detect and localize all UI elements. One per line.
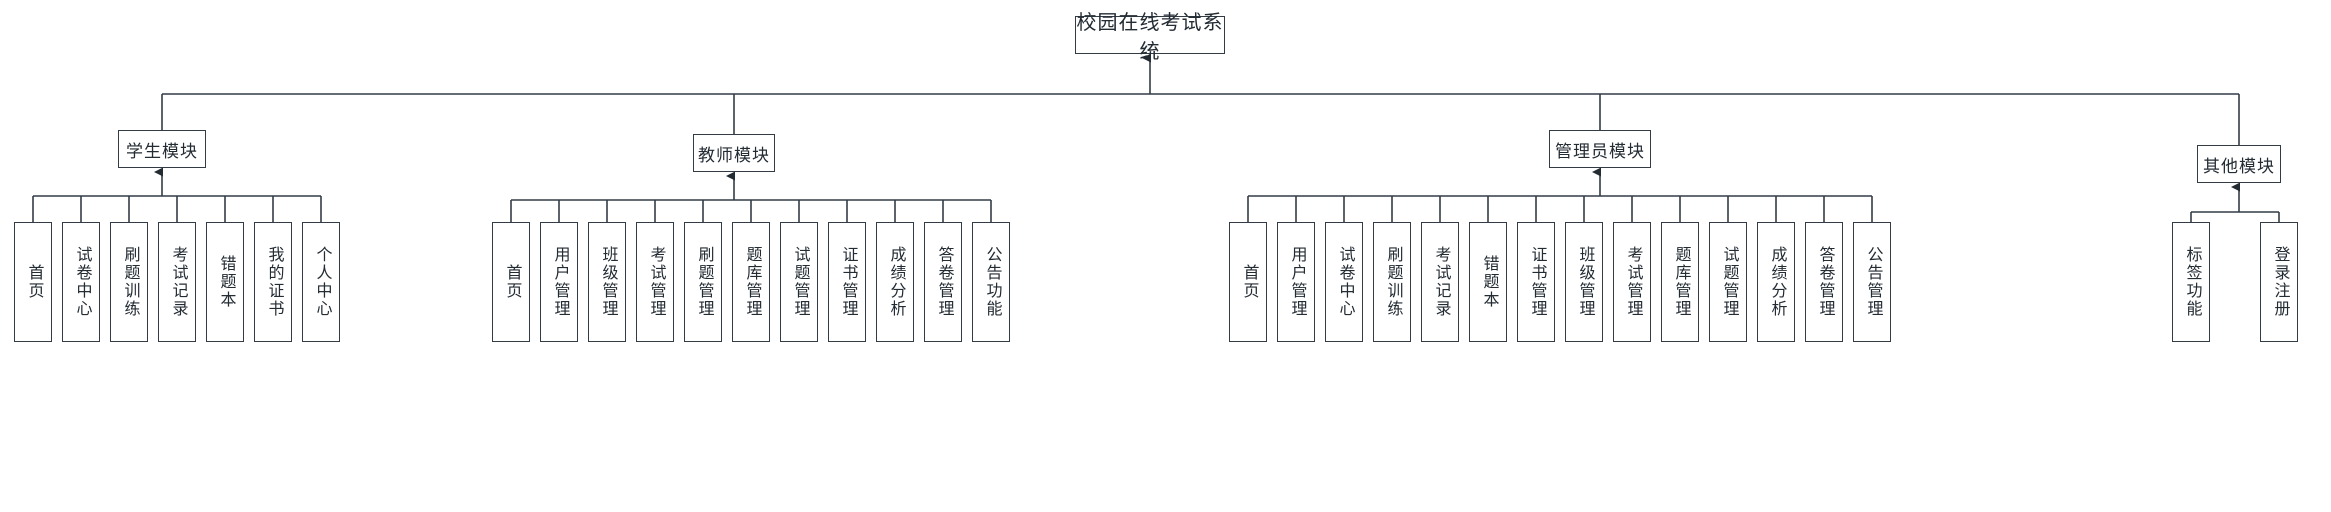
leaf-node-admin-0-label: 首页 <box>1240 264 1258 300</box>
root-node[interactable]: 校园在线考试系统 <box>1075 12 1225 63</box>
leaf-node-teacher-0-label: 首页 <box>503 264 521 300</box>
leaf-node-admin-7[interactable]: 班级管理 <box>1565 222 1603 342</box>
leaf-node-teacher-4-label: 刷题管理 <box>695 246 713 318</box>
leaf-node-teacher-9-label: 答卷管理 <box>935 246 953 318</box>
leaf-node-teacher-0[interactable]: 首页 <box>492 222 530 342</box>
leaf-node-admin-1[interactable]: 用户管理 <box>1277 222 1315 342</box>
leaf-node-admin-5-label: 错题本 <box>1480 255 1498 309</box>
leaf-node-admin-9[interactable]: 题库管理 <box>1661 222 1699 342</box>
leaf-node-teacher-6[interactable]: 试题管理 <box>780 222 818 342</box>
leaf-node-other-0-label: 标签功能 <box>2183 246 2201 318</box>
leaf-node-teacher-4[interactable]: 刷题管理 <box>684 222 722 342</box>
leaf-node-admin-10-label: 试题管理 <box>1720 246 1738 318</box>
leaf-node-admin-8[interactable]: 考试管理 <box>1613 222 1651 342</box>
leaf-node-student-3-label: 考试记录 <box>169 246 187 318</box>
leaf-node-teacher-8[interactable]: 成绩分析 <box>876 222 914 342</box>
root-node-label: 校园在线考试系统 <box>1076 12 1224 63</box>
leaf-node-teacher-1[interactable]: 用户管理 <box>540 222 578 342</box>
leaf-node-other-1[interactable]: 登录注册 <box>2260 222 2298 342</box>
module-node-student-label: 学生模块 <box>126 141 198 161</box>
leaf-node-admin-3[interactable]: 刷题训练 <box>1373 222 1411 342</box>
leaf-node-admin-6[interactable]: 证书管理 <box>1517 222 1555 342</box>
leaf-node-student-1[interactable]: 试卷中心 <box>62 222 100 342</box>
leaf-node-admin-13[interactable]: 公告管理 <box>1853 222 1891 342</box>
leaf-node-other-1-label: 登录注册 <box>2271 246 2289 318</box>
leaf-node-admin-10[interactable]: 试题管理 <box>1709 222 1747 342</box>
leaf-node-admin-4-label: 考试记录 <box>1432 246 1450 318</box>
leaf-node-student-6-label: 个人中心 <box>313 246 331 318</box>
leaf-node-admin-1-label: 用户管理 <box>1288 246 1306 318</box>
leaf-node-admin-4[interactable]: 考试记录 <box>1421 222 1459 342</box>
leaf-node-teacher-7[interactable]: 证书管理 <box>828 222 866 342</box>
module-node-admin-label: 管理员模块 <box>1555 141 1645 161</box>
leaf-node-admin-12-label: 答卷管理 <box>1816 246 1834 318</box>
leaf-node-student-3[interactable]: 考试记录 <box>158 222 196 342</box>
leaf-node-teacher-3[interactable]: 考试管理 <box>636 222 674 342</box>
module-node-teacher-label: 教师模块 <box>698 145 770 165</box>
leaf-node-admin-3-label: 刷题训练 <box>1384 246 1402 318</box>
leaf-node-student-1-label: 试卷中心 <box>73 246 91 318</box>
leaf-node-student-2-label: 刷题训练 <box>121 246 139 318</box>
leaf-node-student-4-label: 错题本 <box>217 255 235 309</box>
leaf-node-teacher-5-label: 题库管理 <box>743 246 761 318</box>
leaf-node-student-0-label: 首页 <box>25 264 43 300</box>
leaf-node-admin-2[interactable]: 试卷中心 <box>1325 222 1363 342</box>
leaf-node-admin-5[interactable]: 错题本 <box>1469 222 1507 342</box>
leaf-node-teacher-3-label: 考试管理 <box>647 246 665 318</box>
leaf-node-student-6[interactable]: 个人中心 <box>302 222 340 342</box>
leaf-node-admin-2-label: 试卷中心 <box>1336 246 1354 318</box>
leaf-node-student-5[interactable]: 我的证书 <box>254 222 292 342</box>
leaf-node-student-4[interactable]: 错题本 <box>206 222 244 342</box>
leaf-node-teacher-5[interactable]: 题库管理 <box>732 222 770 342</box>
leaf-node-teacher-10[interactable]: 公告功能 <box>972 222 1010 342</box>
leaf-node-student-5-label: 我的证书 <box>265 246 283 318</box>
leaf-node-teacher-7-label: 证书管理 <box>839 246 857 318</box>
leaf-node-teacher-6-label: 试题管理 <box>791 246 809 318</box>
leaf-node-admin-9-label: 题库管理 <box>1672 246 1690 318</box>
module-node-student[interactable]: 学生模块 <box>118 130 206 168</box>
leaf-node-admin-12[interactable]: 答卷管理 <box>1805 222 1843 342</box>
leaf-node-admin-13-label: 公告管理 <box>1864 246 1882 318</box>
leaf-node-teacher-1-label: 用户管理 <box>551 246 569 318</box>
leaf-node-admin-11[interactable]: 成绩分析 <box>1757 222 1795 342</box>
module-node-teacher[interactable]: 教师模块 <box>693 134 775 172</box>
leaf-node-teacher-8-label: 成绩分析 <box>887 246 905 318</box>
leaf-node-other-0[interactable]: 标签功能 <box>2172 222 2210 342</box>
leaf-node-admin-8-label: 考试管理 <box>1624 246 1642 318</box>
module-node-other-label: 其他模块 <box>2203 156 2275 176</box>
leaf-node-teacher-10-label: 公告功能 <box>983 246 1001 318</box>
leaf-node-student-0[interactable]: 首页 <box>14 222 52 342</box>
leaf-node-student-2[interactable]: 刷题训练 <box>110 222 148 342</box>
leaf-node-admin-11-label: 成绩分析 <box>1768 246 1786 318</box>
leaf-node-admin-0[interactable]: 首页 <box>1229 222 1267 342</box>
module-node-other[interactable]: 其他模块 <box>2197 145 2281 183</box>
leaf-node-admin-6-label: 证书管理 <box>1528 246 1546 318</box>
leaf-node-teacher-9[interactable]: 答卷管理 <box>924 222 962 342</box>
module-node-admin[interactable]: 管理员模块 <box>1549 130 1651 168</box>
leaf-node-teacher-2[interactable]: 班级管理 <box>588 222 626 342</box>
leaf-node-teacher-2-label: 班级管理 <box>599 246 617 318</box>
leaf-node-admin-7-label: 班级管理 <box>1576 246 1594 318</box>
